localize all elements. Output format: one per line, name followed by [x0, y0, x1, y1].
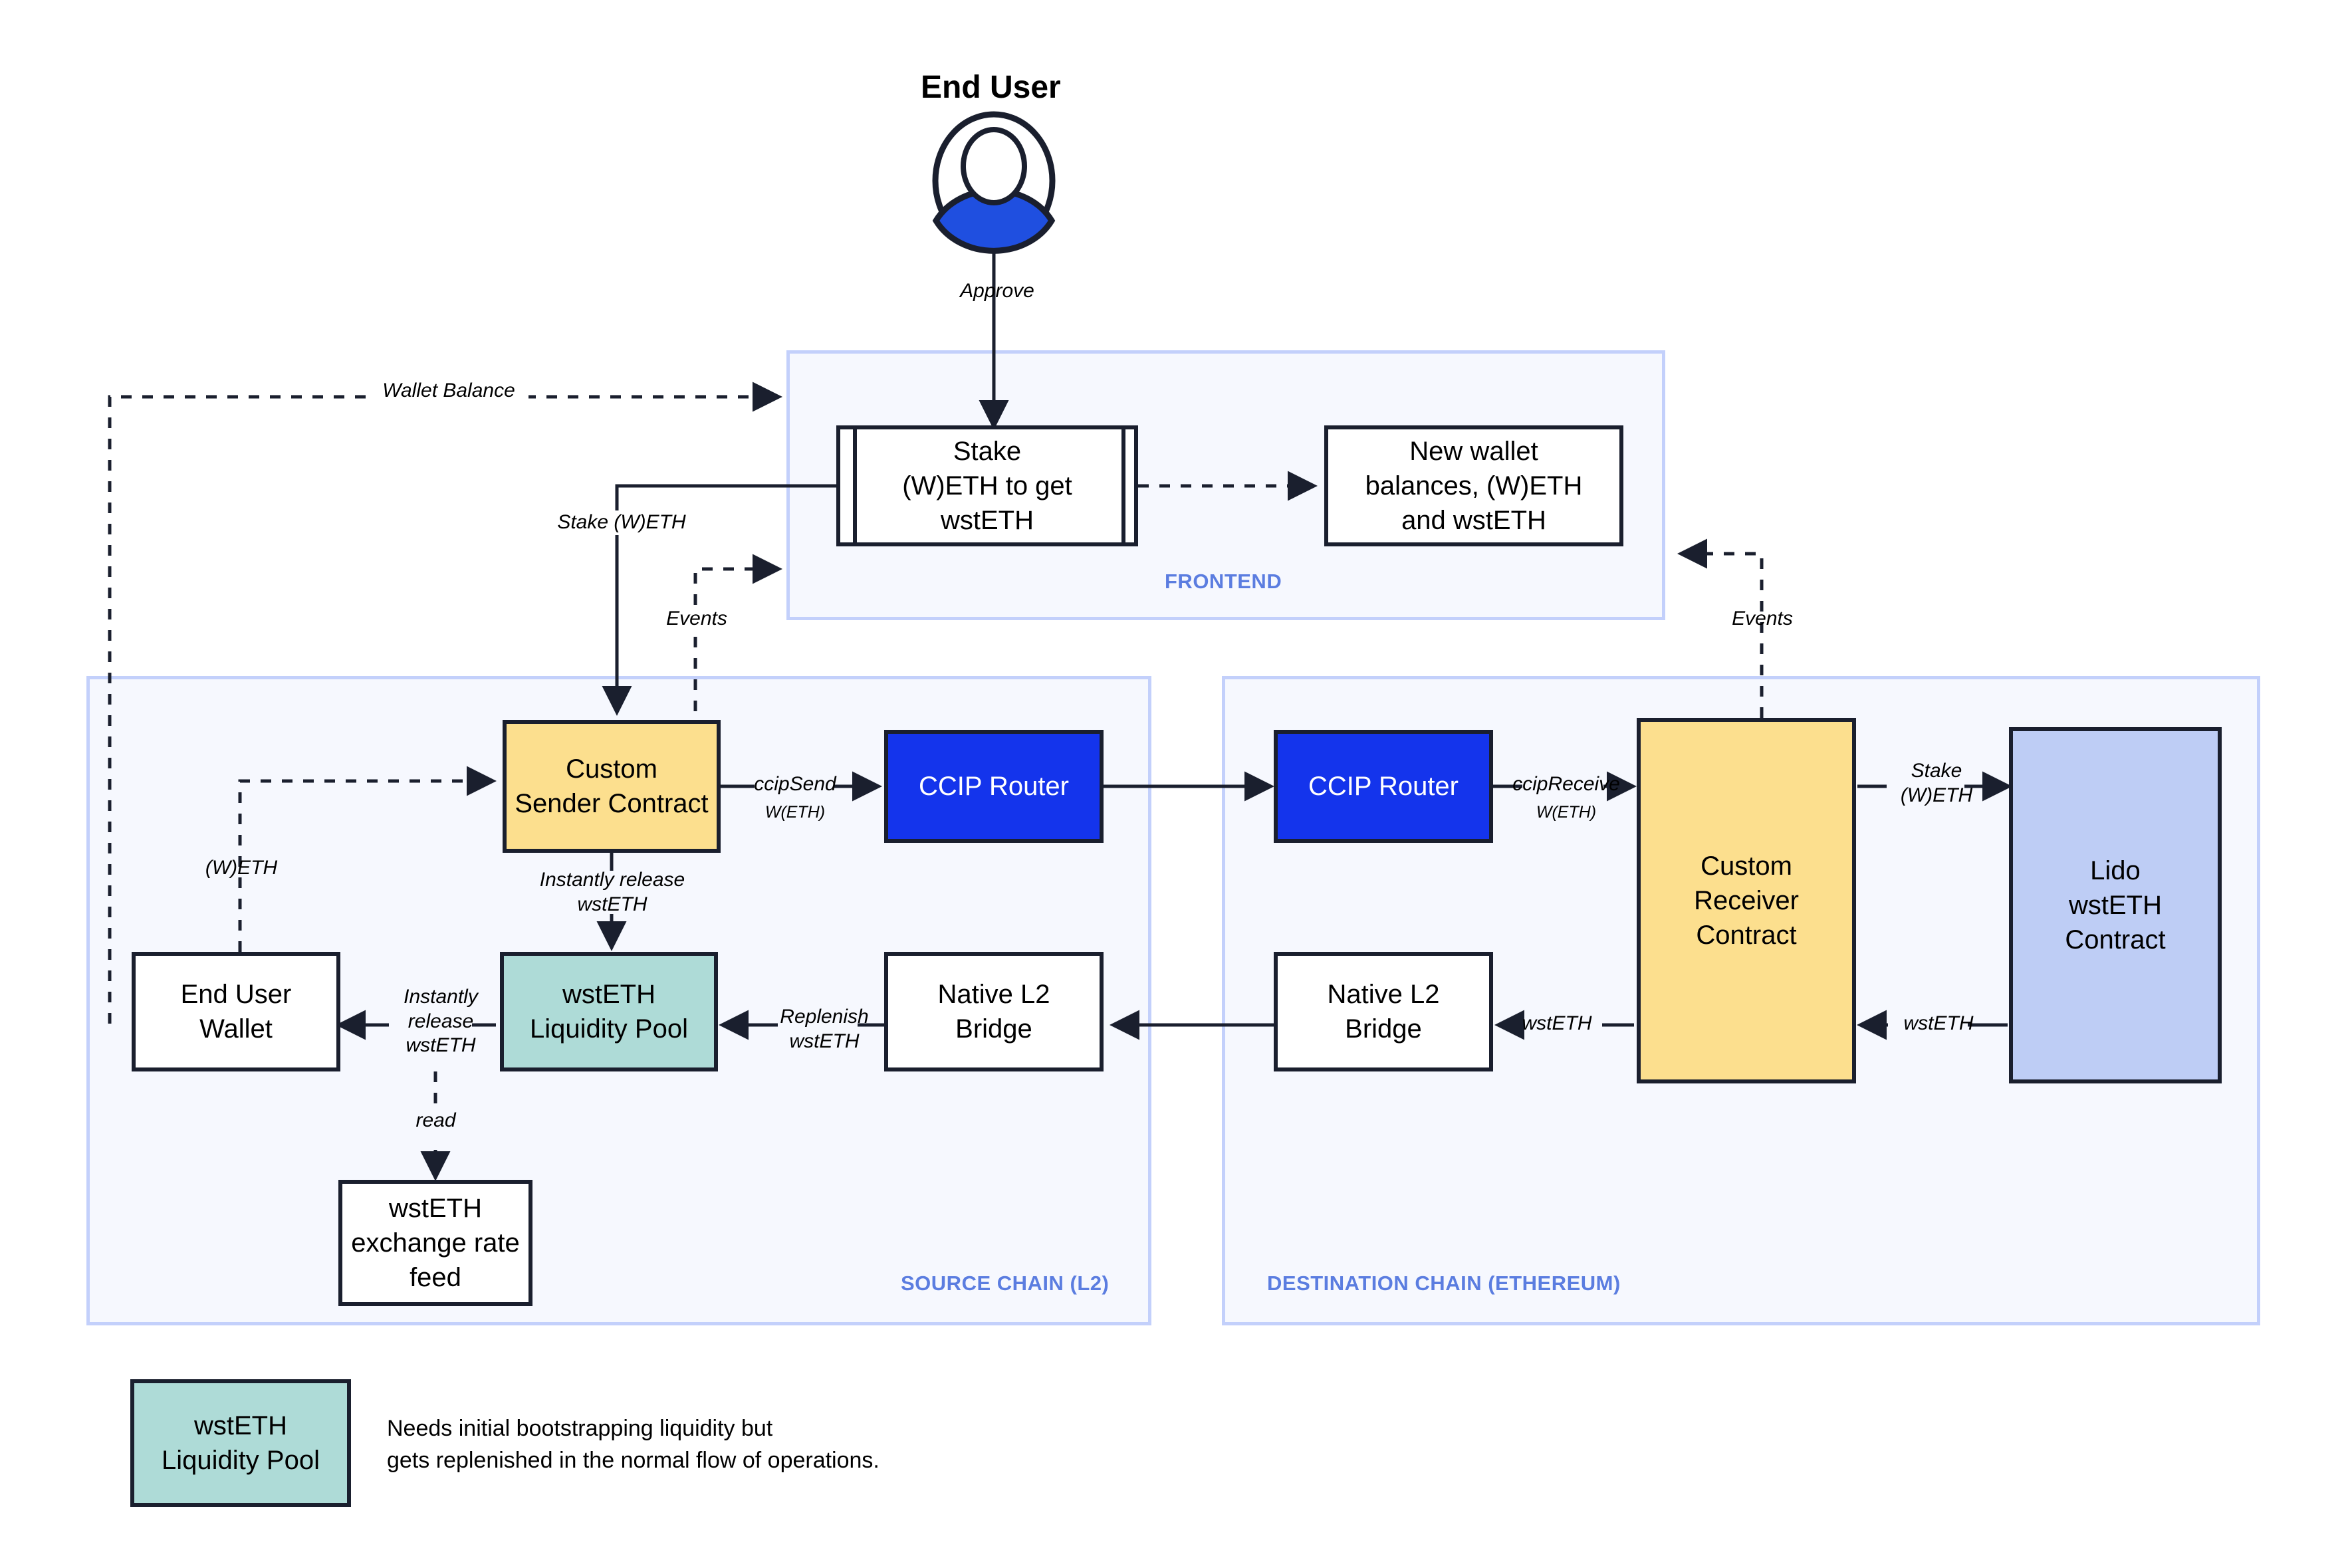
edge-label-instantly-release-wallet: Instantly release wstETH — [404, 986, 478, 1057]
edge-weth — [238, 766, 497, 952]
edge-label-wsteth-bridge: wstETH — [1522, 1012, 1592, 1034]
edge-label-events-destination: Events — [1732, 608, 1793, 629]
edge-wallet-balance — [108, 382, 783, 1024]
edge-label-stake-weth-lido: Stake (W)ETH — [1900, 760, 1973, 806]
node-native-l2-bridge-source[interactable]: Native L2 Bridge — [884, 952, 1104, 1071]
node-end-user-wallet[interactable]: End User Wallet — [132, 952, 340, 1071]
legend-swatch-liquidity-pool: wstETH Liquidity Pool — [130, 1379, 351, 1507]
region-frontend-label: FRONTEND — [1165, 570, 1282, 593]
region-source-chain-label: SOURCE CHAIN (L2) — [901, 1272, 1110, 1295]
edge-label-replenish: Replenish wstETH — [780, 1006, 869, 1052]
stake-form-left-bar — [853, 425, 857, 546]
region-destination-chain-label: DESTINATION CHAIN (ETHEREUM) — [1267, 1272, 1621, 1295]
node-lido-wsteth-contract[interactable]: Lido wstETH Contract — [2009, 727, 2222, 1083]
edge-label-approve: Approve — [960, 280, 1034, 302]
node-custom-receiver-contract[interactable]: Custom Receiver Contract — [1637, 718, 1856, 1083]
edge-stake-weth — [602, 484, 836, 717]
user-avatar-icon — [932, 111, 1056, 254]
edge-label-ccipreceive-token: W(ETH) — [1536, 803, 1597, 822]
node-wsteth-liquidity-pool[interactable]: wstETH Liquidity Pool — [500, 952, 718, 1071]
actor-title: End User — [921, 70, 1061, 105]
node-native-l2-bridge-destination[interactable]: Native L2 Bridge — [1274, 952, 1493, 1071]
edge-label-ccipsend: ccipSend — [754, 773, 836, 795]
edge-label-stake-weth: Stake (W)ETH — [548, 510, 695, 535]
node-wsteth-exchange-rate-feed[interactable]: wstETH exchange rate feed — [338, 1180, 532, 1306]
node-custom-sender-contract[interactable]: Custom Sender Contract — [503, 720, 721, 853]
edge-label-events-source: Events — [648, 607, 745, 631]
node-ccip-router-destination[interactable]: CCIP Router — [1274, 730, 1493, 843]
edge-label-weth: (W)ETH — [205, 857, 278, 879]
edge-label-read: read — [415, 1109, 456, 1131]
node-new-wallet-balances[interactable]: New wallet balances, (W)ETH and wstETH — [1324, 425, 1623, 546]
edge-events-source — [693, 554, 783, 711]
edge-label-instantly-release-pool: Instantly release wstETH — [539, 869, 685, 915]
edge-label-ccipreceive: ccipReceive — [1512, 773, 1620, 795]
edge-label-ccipsend-token: W(ETH) — [764, 803, 826, 822]
legend-note: Needs initial bootstrapping liquidity bu… — [387, 1416, 880, 1474]
stake-form-right-bar — [1121, 425, 1125, 546]
edge-events-destination — [1677, 538, 1764, 718]
edge-label-wsteth-lido: wstETH — [1903, 1012, 1974, 1034]
node-stake-form[interactable]: Stake (W)ETH to get wstETH — [836, 425, 1138, 546]
node-ccip-router-source[interactable]: CCIP Router — [884, 730, 1104, 843]
edge-label-wallet-balance: Wallet Balance — [369, 379, 528, 403]
